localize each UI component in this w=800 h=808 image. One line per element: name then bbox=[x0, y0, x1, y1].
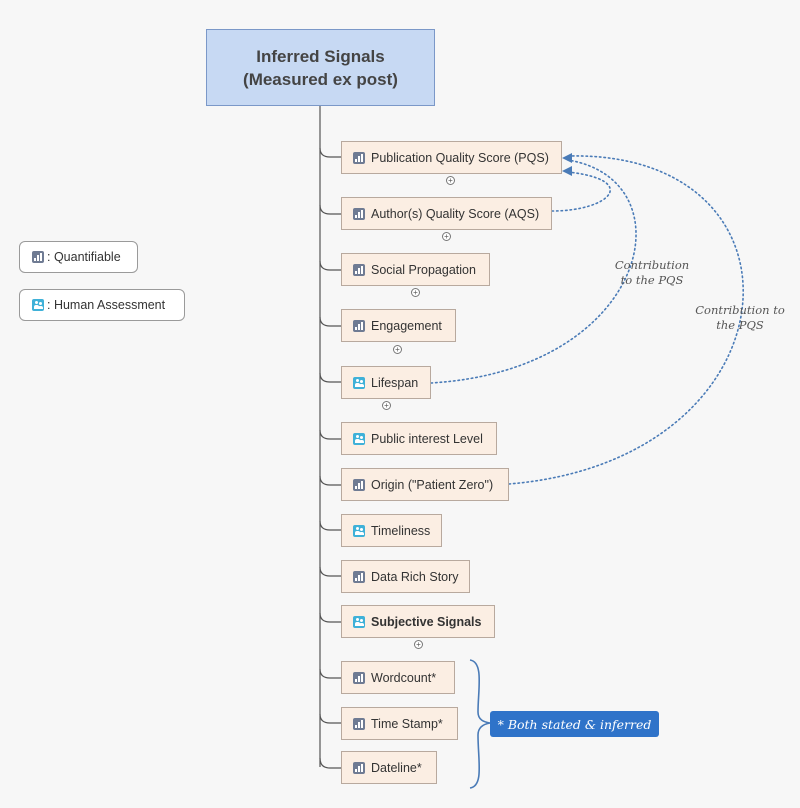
bar-chart-icon bbox=[353, 151, 365, 164]
node-label: Subjective Signals bbox=[371, 614, 482, 629]
contribution-label-line: Contribution bbox=[614, 258, 690, 272]
expand-toggle-icon[interactable]: + bbox=[382, 401, 391, 410]
node-dateline[interactable]: Dateline* bbox=[341, 751, 437, 784]
bar-chart-icon bbox=[353, 207, 365, 220]
people-icon bbox=[353, 376, 365, 389]
node-label: Data Rich Story bbox=[371, 569, 459, 584]
bar-chart-icon bbox=[353, 319, 365, 332]
origin-to-pqs-connector bbox=[508, 155, 744, 485]
node-label: Engagement bbox=[371, 318, 442, 333]
branch-lines bbox=[319, 147, 341, 769]
bar-chart-icon bbox=[353, 263, 365, 276]
legend-label: : Human Assessment bbox=[47, 298, 166, 312]
arrowhead-icon bbox=[562, 166, 572, 176]
node-publication-quality-score[interactable]: Publication Quality Score (PQS) bbox=[341, 141, 562, 174]
arrowhead-icon bbox=[562, 153, 572, 163]
bar-chart-icon bbox=[353, 570, 365, 583]
aqs-to-pqs-connector bbox=[551, 171, 611, 212]
node-label: Origin ("Patient Zero") bbox=[371, 477, 494, 492]
node-label: Author(s) Quality Score (AQS) bbox=[371, 206, 540, 221]
expand-toggle-icon[interactable]: + bbox=[411, 288, 420, 297]
contribution-label-b: Contribution to the PQS bbox=[686, 303, 794, 333]
bar-chart-icon bbox=[353, 478, 365, 491]
node-wordcount[interactable]: Wordcount* bbox=[341, 661, 455, 694]
bar-chart-icon bbox=[353, 761, 365, 774]
expand-toggle-icon[interactable]: + bbox=[446, 176, 455, 185]
node-label: Wordcount* bbox=[371, 670, 437, 685]
root-title-line2: (Measured ex post) bbox=[243, 69, 398, 89]
node-lifespan[interactable]: Lifespan bbox=[341, 366, 431, 399]
node-data-rich-story[interactable]: Data Rich Story bbox=[341, 560, 470, 593]
node-time-stamp[interactable]: Time Stamp* bbox=[341, 707, 458, 740]
expand-toggle-icon[interactable]: + bbox=[442, 232, 451, 241]
both-stated-inferred-callout: * Both stated & inferred bbox=[490, 711, 659, 737]
node-origin-patient-zero[interactable]: Origin ("Patient Zero") bbox=[341, 468, 509, 501]
expand-toggle-icon[interactable]: + bbox=[414, 640, 423, 649]
node-social-propagation[interactable]: Social Propagation bbox=[341, 253, 490, 286]
node-label: Publication Quality Score (PQS) bbox=[371, 150, 549, 165]
node-label: Time Stamp* bbox=[371, 716, 443, 731]
expand-toggle-icon[interactable]: + bbox=[393, 345, 402, 354]
people-icon bbox=[353, 524, 365, 537]
bar-chart-icon bbox=[32, 251, 44, 263]
relationship-connectors bbox=[430, 155, 744, 485]
node-label: Public interest Level bbox=[371, 431, 483, 446]
node-label: Lifespan bbox=[371, 375, 419, 390]
node-author-quality-score[interactable]: Author(s) Quality Score (AQS) bbox=[341, 197, 552, 230]
lifespan-to-pqs-connector bbox=[430, 159, 637, 384]
legend-label: : Quantifiable bbox=[47, 250, 121, 264]
people-icon bbox=[353, 432, 365, 445]
root-title-line1: Inferred Signals bbox=[256, 46, 385, 66]
bar-chart-icon bbox=[353, 671, 365, 684]
contribution-label-line: Contribution to bbox=[695, 303, 785, 317]
legend-human-assessment: : Human Assessment bbox=[19, 289, 185, 321]
node-public-interest-level[interactable]: Public interest Level bbox=[341, 422, 497, 455]
node-label: Dateline* bbox=[371, 760, 422, 775]
contribution-label-line: to the PQS bbox=[620, 273, 684, 287]
contribution-label-line: the PQS bbox=[716, 318, 764, 332]
contribution-label-a: Contribution to the PQS bbox=[604, 258, 700, 288]
people-icon bbox=[353, 615, 365, 628]
node-engagement[interactable]: Engagement bbox=[341, 309, 456, 342]
root-node[interactable]: Inferred Signals (Measured ex post) bbox=[206, 29, 435, 106]
node-label: Timeliness bbox=[371, 523, 431, 538]
node-label: Social Propagation bbox=[371, 262, 476, 277]
bar-chart-icon bbox=[353, 717, 365, 730]
arrowheads bbox=[562, 153, 572, 176]
node-timeliness[interactable]: Timeliness bbox=[341, 514, 442, 547]
curly-brace bbox=[469, 659, 491, 789]
people-icon bbox=[32, 299, 44, 311]
legend-quantifiable: : Quantifiable bbox=[19, 241, 138, 273]
node-subjective-signals[interactable]: Subjective Signals bbox=[341, 605, 495, 638]
